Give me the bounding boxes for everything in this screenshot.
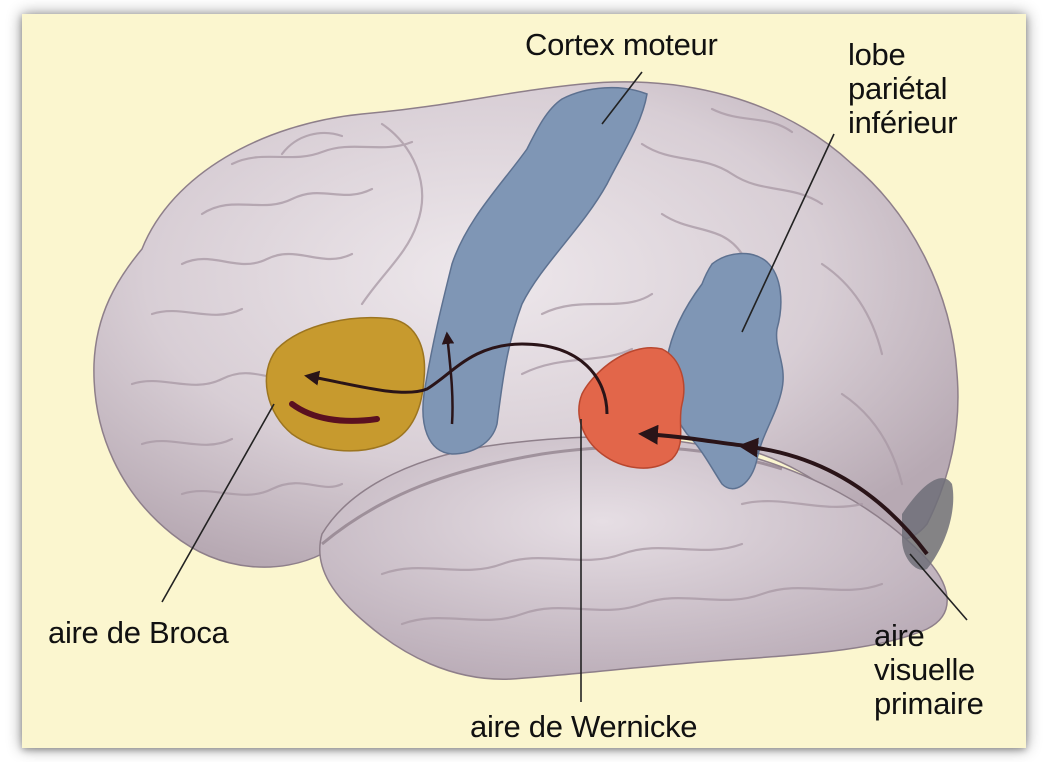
parietal-label-line-3: inférieur: [848, 106, 957, 140]
parietal-label: lobe pariétal inférieur: [848, 38, 957, 140]
visual-label-line-2: visuelle: [874, 653, 984, 687]
broca-label: aire de Broca: [48, 616, 228, 650]
parietal-label-line-2: pariétal: [848, 72, 957, 106]
visual-label-line-3: primaire: [874, 687, 984, 721]
diagram-panel: Cortex moteur lobe pariétal inférieur ai…: [22, 14, 1026, 748]
visual-label-line-1: aire: [874, 619, 984, 653]
motor-cortex-label: Cortex moteur: [525, 28, 718, 62]
wernicke-label: aire de Wernicke: [470, 710, 697, 744]
visual-label: aire visuelle primaire: [874, 619, 984, 721]
parietal-label-line-1: lobe: [848, 38, 957, 72]
